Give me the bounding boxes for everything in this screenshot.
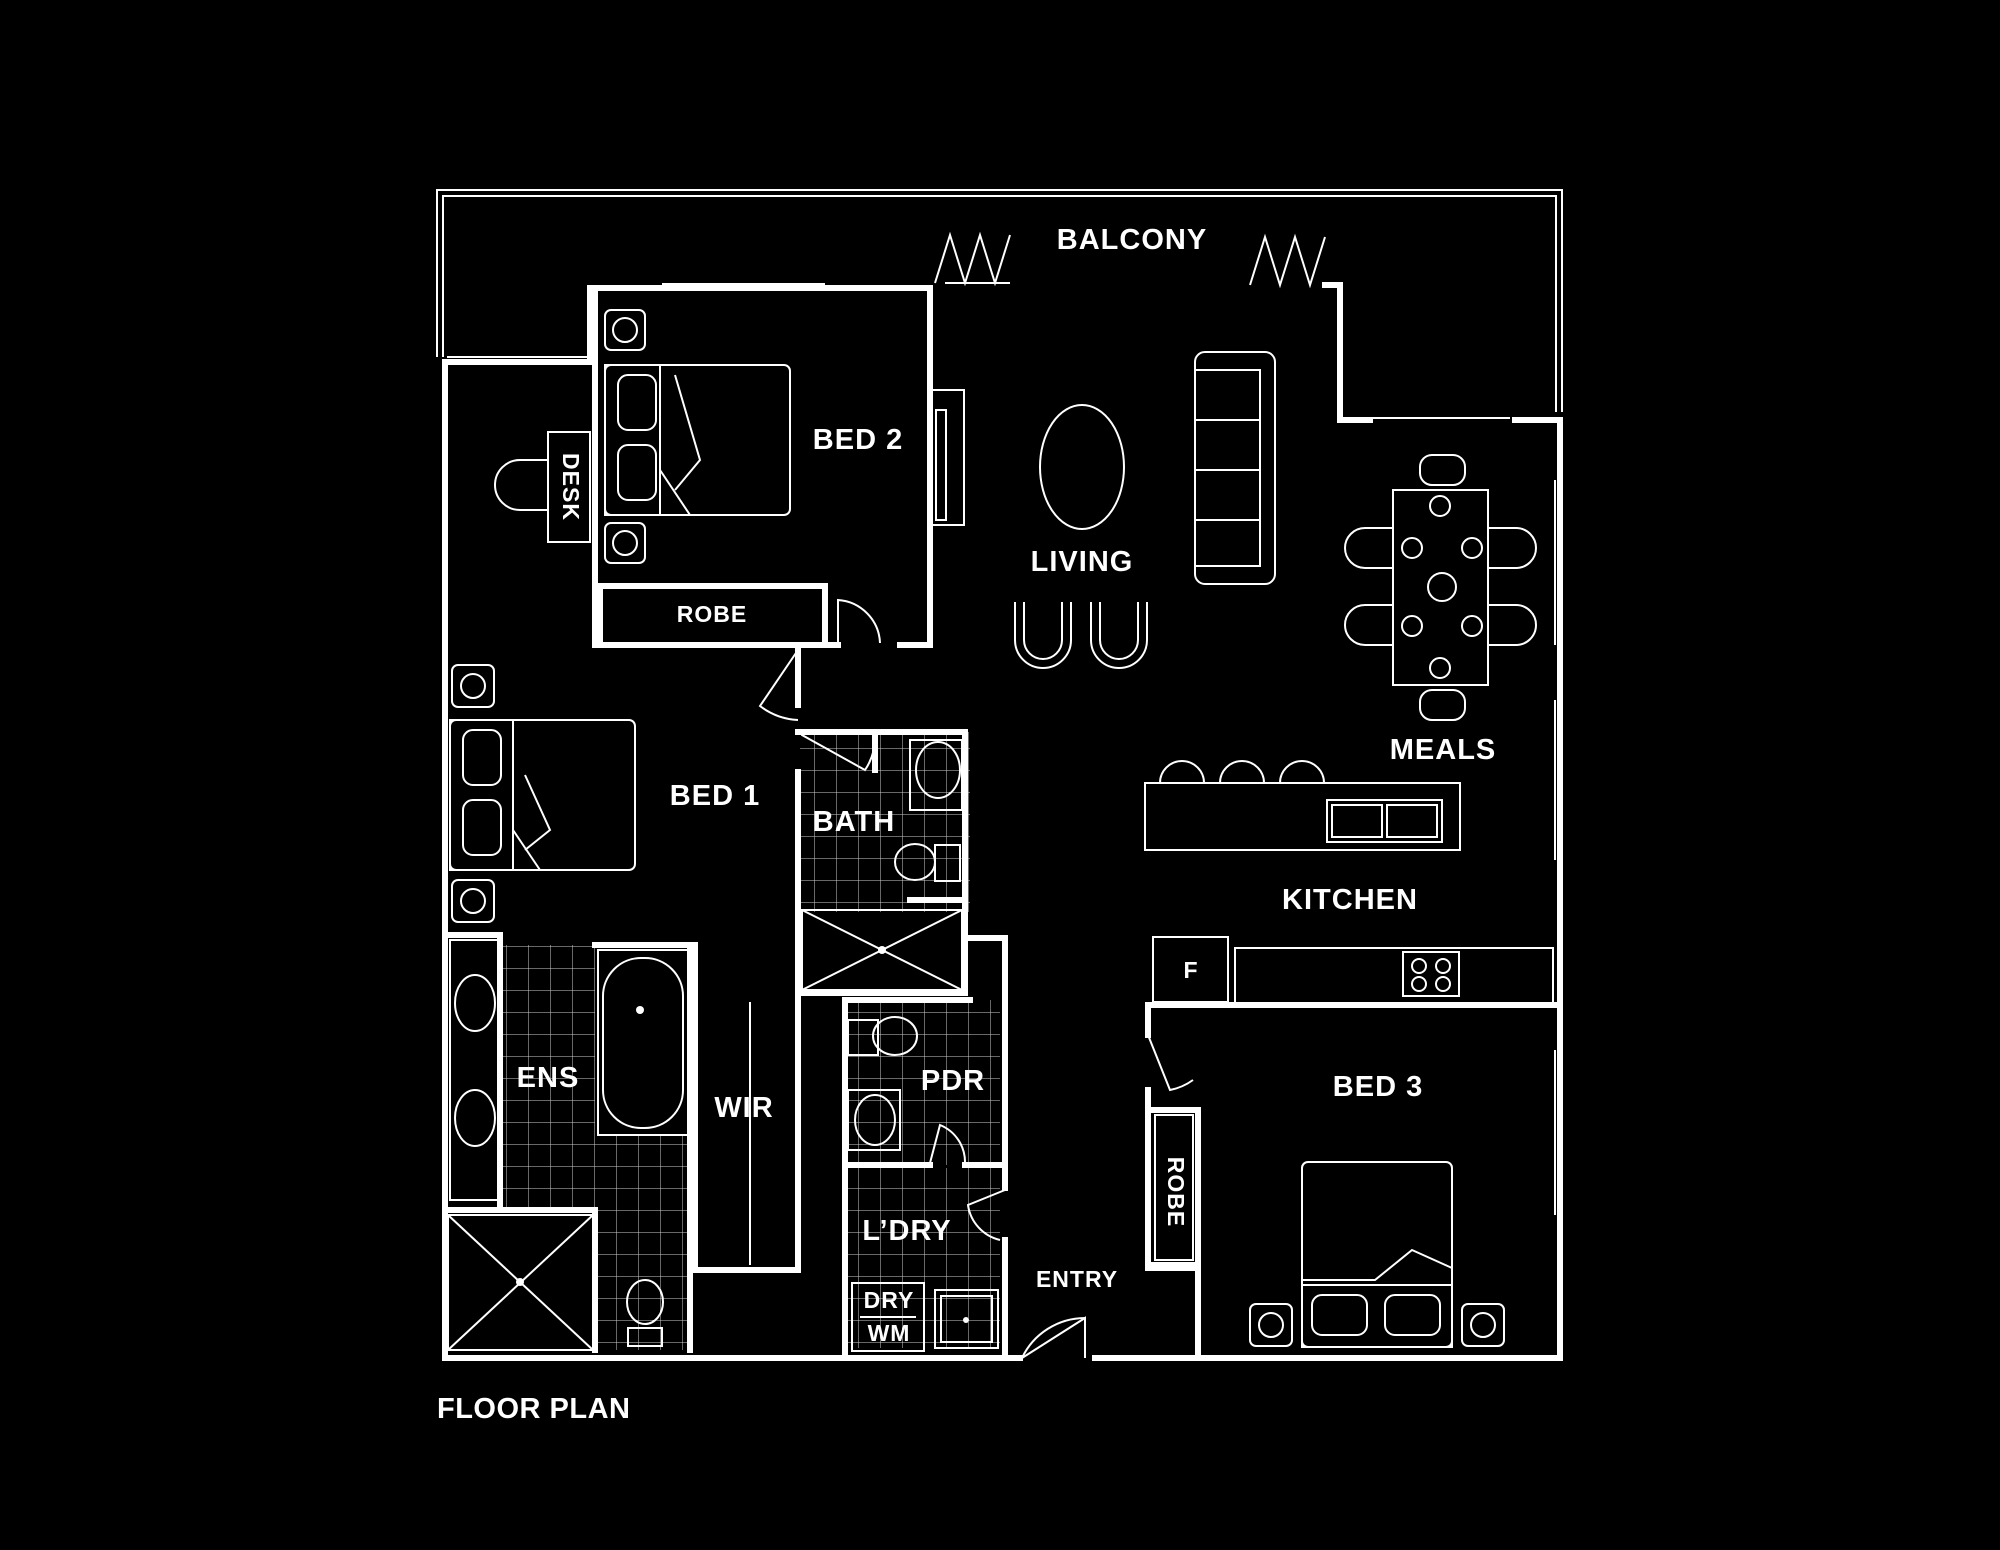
fridge-label: F	[1183, 957, 1198, 983]
room-label-wir: WIR	[714, 1092, 773, 1124]
dryer-label: DRY	[864, 1287, 915, 1313]
windows	[662, 283, 1556, 1215]
room-labels: BALCONY BED 2 LIVING MEALS BED 1 BATH KI…	[517, 224, 1497, 1292]
room-label-kitchen: KITCHEN	[1282, 884, 1418, 916]
room-label-laundry: L’DRY	[862, 1215, 951, 1247]
room-label-bath: BATH	[813, 806, 895, 838]
room-label-bed-3: BED 3	[1333, 1071, 1423, 1103]
washer-label: WM	[868, 1320, 911, 1346]
room-label-meals: MEALS	[1390, 734, 1497, 766]
room-label-bed-1: BED 1	[670, 780, 760, 812]
room-label-bed-2: BED 2	[813, 424, 903, 456]
room-label-pdr: PDR	[921, 1065, 985, 1097]
walls	[442, 282, 1563, 1361]
robe-label-bed-3: ROBE	[1163, 1157, 1189, 1227]
robe-label-bed-2: ROBE	[677, 601, 747, 627]
room-label-balcony: BALCONY	[1057, 224, 1207, 256]
doors	[758, 598, 1194, 1359]
room-label-living: LIVING	[1031, 546, 1134, 578]
bifold-doors	[934, 231, 1326, 289]
room-label-ens: ENS	[517, 1062, 580, 1094]
floor-plan-caption: FLOOR PLAN	[437, 1393, 631, 1425]
furniture	[447, 309, 1554, 1352]
room-label-entry: ENTRY	[1036, 1266, 1118, 1292]
fixture-labels: DESK ROBE ROBE F DRY WM	[558, 453, 1198, 1346]
desk-label: DESK	[558, 453, 584, 521]
